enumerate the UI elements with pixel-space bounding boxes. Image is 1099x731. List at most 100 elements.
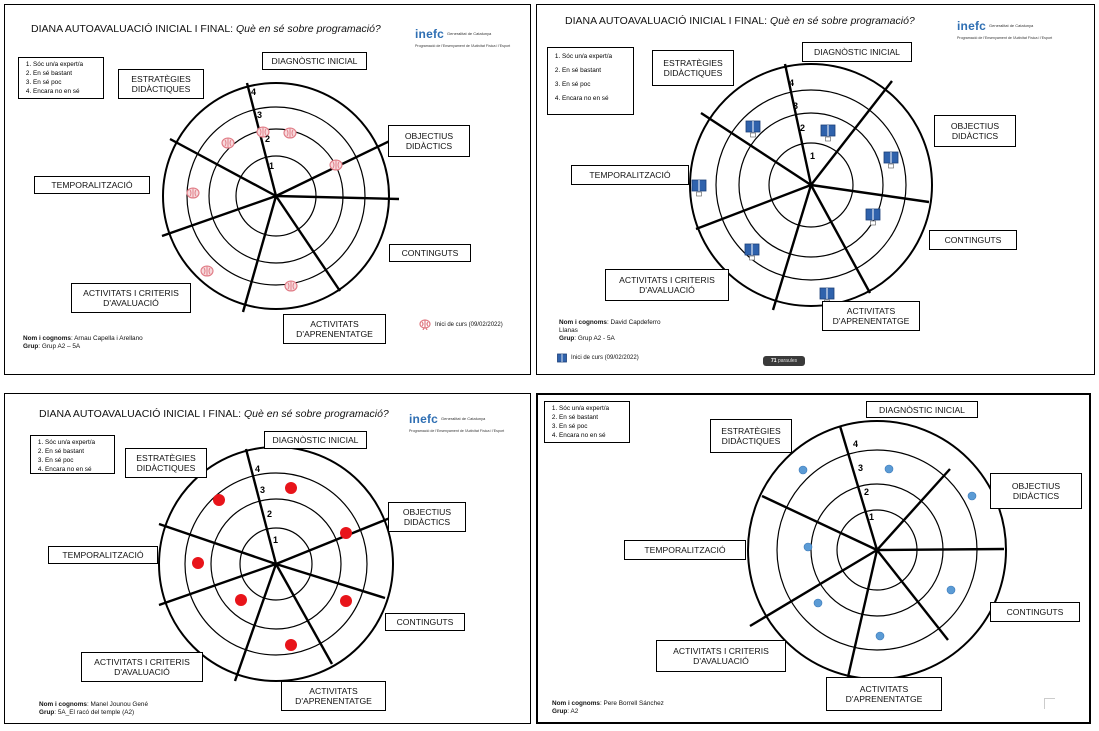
assessment-mark-1 <box>221 137 235 149</box>
sector-divider-6 <box>161 194 277 238</box>
label-activitats-criteris: ACTIVITATS I CRITERIS D'AVALUACIÓ <box>656 640 786 672</box>
legend-note: Inici de curs (09/02/2022) <box>557 353 639 363</box>
label-estrategies: ESTRATÈGIES DIDÀCTIQUES <box>125 448 207 478</box>
assessment-mark-6 <box>813 598 823 608</box>
sector-divider-7 <box>158 522 277 566</box>
ring-number-4: 4 <box>853 439 859 449</box>
label-temporalitzacio: TEMPORALITZACIÓ <box>571 165 689 185</box>
ring-3 <box>186 106 366 286</box>
ring-number-1: 1 <box>810 151 816 161</box>
ring-2 <box>208 128 344 264</box>
marker-dot <box>884 464 894 474</box>
assessment-mark-5 <box>200 265 214 277</box>
assessment-mark-7 <box>285 639 297 651</box>
ring-number-3: 3 <box>793 101 799 111</box>
label-objectius: OBJECTIUS DIDÀCTICS <box>990 473 1082 509</box>
label-objectius: OBJECTIUS DIDÀCTICS <box>388 125 470 157</box>
assessment-mark-7 <box>875 631 885 641</box>
marker-dot <box>285 482 297 494</box>
ring-number-2: 2 <box>265 134 271 144</box>
ring-number-2: 2 <box>800 123 806 133</box>
sector-divider-6 <box>695 183 812 231</box>
scale-legend: Sóc un/a expert/a En sé bastant En sé po… <box>30 435 115 474</box>
assessment-mark-2 <box>884 464 894 474</box>
assessment-mark-6 <box>284 280 298 292</box>
marker-dot <box>213 494 225 506</box>
sector-divider-3 <box>810 183 930 204</box>
sector-divider-4 <box>274 563 334 665</box>
ring-number-4: 4 <box>255 464 261 474</box>
book-icon-anchor <box>696 191 702 197</box>
assessment-mark-7 <box>256 126 270 138</box>
ring-2 <box>210 498 342 630</box>
assessment-mark-5 <box>235 594 247 606</box>
assessment-mark-6 <box>744 243 760 261</box>
label-activitats-aprenentatge: ACTIVITATS D'APRENENTATGE <box>281 681 386 711</box>
label-diagnostic: DIAGNÒSTIC INICIAL <box>802 42 912 62</box>
ring-number-1: 1 <box>273 535 279 545</box>
label-activitats-aprenentatge: ACTIVITATS D'APRENENTATGE <box>822 301 920 331</box>
book-icon-anchor <box>825 136 831 142</box>
marker-dot <box>340 595 352 607</box>
ring-1 <box>768 142 854 228</box>
scale-legend: Sóc un/a expert/a En sé bastant En sé po… <box>544 401 630 443</box>
marker-dot <box>285 639 297 651</box>
page-title: DIANA AUTOAVALUACIÓ INICIAL I FINAL: Què… <box>565 15 915 27</box>
student-info: Nom i cognoms: Pere Borrell Sánchez Grup… <box>552 700 664 715</box>
label-objectius: OBJECTIUS DIDÀCTICS <box>388 502 466 532</box>
ring-1 <box>239 527 313 601</box>
page-title: DIANA AUTOAVALUACIÓ INICIAL I FINAL: Què… <box>31 23 381 35</box>
assessment-mark-3 <box>967 491 977 501</box>
student-info: Nom i cognoms: Arnau Capella i Arellano … <box>23 335 143 350</box>
ring-4 <box>162 82 390 310</box>
label-activitats-aprenentatge: ACTIVITATS D'APRENENTATGE <box>283 314 386 344</box>
brain-icon-folds <box>287 281 295 291</box>
ring-number-3: 3 <box>260 485 266 495</box>
word-count-badge[interactable]: 71 paraules <box>763 356 806 366</box>
assessment-mark-3 <box>340 527 352 539</box>
label-diagnostic: DIAGNÒSTIC INICIAL <box>866 401 978 418</box>
sector-divider-3 <box>876 547 1005 552</box>
label-estrategies: ESTRATÈGIES DIDÀCTIQUES <box>118 69 204 99</box>
assessment-mark-4 <box>691 179 707 197</box>
assessment-mark-1 <box>798 465 808 475</box>
sector-divider-1 <box>244 448 278 565</box>
book-icon <box>557 353 567 363</box>
assessment-mark-4 <box>192 557 204 569</box>
label-continguts: CONTINGUTS <box>389 244 471 262</box>
assessment-mark-4 <box>803 542 813 552</box>
sector-divider-5 <box>233 563 278 682</box>
student-info: Nom i cognoms: Manel Jounou Gené Grup: 5… <box>39 701 149 716</box>
label-diagnostic: DIAGNÒSTIC INICIAL <box>262 52 367 70</box>
ring-number-4: 4 <box>789 78 795 88</box>
marker-dot <box>798 465 808 475</box>
assessment-mark-5 <box>946 585 956 595</box>
target-wheel <box>158 446 394 682</box>
assessment-mark-1 <box>745 120 761 138</box>
assessment-mark-1 <box>213 494 225 506</box>
label-temporalitzacio: TEMPORALITZACIÓ <box>34 176 150 194</box>
sector-divider-5 <box>241 195 278 313</box>
ring-number-3: 3 <box>858 463 864 473</box>
assessment-mark-2 <box>283 127 297 139</box>
brain-icon-folds <box>259 127 267 137</box>
sector-divider-4 <box>275 195 341 292</box>
ring-number-3: 3 <box>257 110 263 120</box>
brain-icon <box>419 319 431 330</box>
sector-divider-6 <box>158 562 277 607</box>
diana-panel-3: DIANA AUTOAVALUACIÓ INICIAL I FINAL: Què… <box>4 393 531 724</box>
assessment-mark-4 <box>186 187 200 199</box>
ring-number-2: 2 <box>864 487 870 497</box>
brain-icon-folds <box>189 188 197 198</box>
assessment-mark-6 <box>340 595 352 607</box>
label-estrategies: ESTRATÈGIES DIDÀCTIQUES <box>652 50 734 86</box>
marker-dot <box>803 542 813 552</box>
page-corner-mark <box>1044 698 1055 709</box>
label-activitats-criteris: ACTIVITATS I CRITERIS D'AVALUACIÓ <box>71 283 191 313</box>
assessment-mark-5 <box>865 208 881 226</box>
book-icon-anchor <box>870 220 876 226</box>
assessment-mark-2 <box>285 482 297 494</box>
sector-divider-4 <box>876 549 949 641</box>
scale-legend: Sóc un/a expert/a En sé bastant En sé po… <box>18 57 104 99</box>
